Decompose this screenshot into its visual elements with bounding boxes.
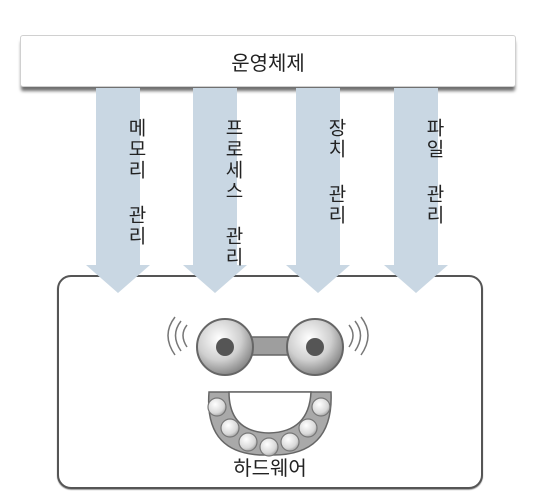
hardware-robot-icon [167, 316, 369, 457]
arrow-label: 파일 관리 [423, 118, 445, 226]
os-box: 운영체제 [20, 35, 516, 87]
arrow-shape [86, 88, 150, 293]
arrow-label: 프로세스 관리 [222, 118, 244, 268]
arrow-label: 메모리 관리 [125, 118, 147, 247]
arrow-file-management: 파일 관리 [384, 88, 448, 293]
arrow-device-management: 장치 관리 [286, 88, 350, 293]
arrow-label: 장치 관리 [325, 118, 347, 226]
arrow-process-management: 프로세스 관리 [183, 88, 247, 293]
arrow-memory-management: 메모리 관리 [86, 88, 150, 293]
hardware-label: 하드웨어 [233, 456, 307, 480]
hardware-box: 하드웨어 [57, 275, 483, 489]
arrow-shape [384, 88, 448, 293]
arrow-shape [286, 88, 350, 293]
os-label: 운영체제 [231, 50, 305, 75]
arrow-shape [183, 88, 247, 293]
